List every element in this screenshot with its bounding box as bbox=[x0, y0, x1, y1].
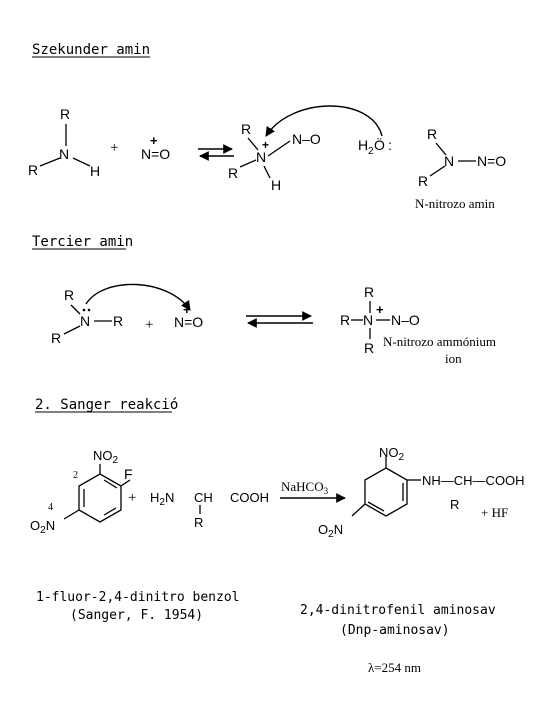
nitro-group: O2N bbox=[30, 518, 55, 536]
secondary-amine-title: Szekunder amin bbox=[32, 42, 150, 58]
equilibrium-arrow bbox=[246, 311, 313, 328]
atom-r: R bbox=[194, 515, 203, 530]
tertiary-amine-molecule: R N R R bbox=[51, 287, 123, 346]
nitroso-ammonium-label-line1: N-nitrozo ammónium bbox=[383, 334, 496, 349]
atom-r: R bbox=[60, 106, 70, 122]
reagent-label: NaHCO3 bbox=[281, 479, 329, 496]
atom-n: N bbox=[80, 313, 90, 329]
plus-sign: + bbox=[145, 317, 153, 333]
svg-text::: : bbox=[388, 137, 392, 153]
atom-h: H bbox=[271, 177, 281, 193]
nitroso-ammonium-intermediate: R N + N–O R H bbox=[228, 121, 321, 193]
atom-h: H bbox=[90, 163, 100, 179]
n-eq-o: N=O bbox=[477, 153, 506, 169]
n-dash-o: N–O bbox=[292, 131, 321, 147]
n-nitroso-amine-product: R N N=O R bbox=[418, 126, 506, 189]
nitro-group: NO2 bbox=[379, 445, 405, 463]
fluorine-atom: F bbox=[124, 466, 133, 482]
n-eq-o: N=O bbox=[141, 146, 170, 162]
position-4: 4 bbox=[48, 502, 53, 513]
n-eq-o: N=O bbox=[174, 314, 203, 330]
n-dash-o: N–O bbox=[391, 312, 420, 328]
amine-group: H2N bbox=[150, 490, 174, 508]
svg-text:Ö: Ö bbox=[374, 136, 385, 153]
n-nitroso-ammonium-ion: R + R N N–O R bbox=[340, 284, 420, 356]
wavelength-label: λ=254 nm bbox=[368, 660, 421, 675]
plus-sign: + bbox=[110, 140, 118, 156]
fdnb-caption-line1: 1-fluor-2,4-dinitro benzol bbox=[36, 590, 240, 605]
dnp-amino-acid-molecule: NO2 NH—CH—COOH R O2N bbox=[318, 445, 525, 540]
nitrosonium-ion: + N=O bbox=[141, 133, 170, 162]
charge-plus: + bbox=[183, 302, 191, 317]
nitroso-amine-label: N-nitrozo amin bbox=[415, 196, 495, 211]
nitroso-ammonium-label-line2: ion bbox=[445, 351, 462, 366]
sanger-reaction-title: 2. Sanger reakció bbox=[35, 397, 178, 413]
charge-plus: + bbox=[376, 302, 384, 317]
nitro-group: NO2 bbox=[93, 448, 119, 466]
fdnb-caption-line2: (Sanger, F. 1954) bbox=[70, 608, 203, 623]
amino-acid-chain: NH—CH—COOH bbox=[422, 473, 525, 488]
plus-sign: + bbox=[128, 490, 136, 506]
nitrosonium-ion: + N=O bbox=[174, 302, 203, 330]
atom-n: N bbox=[256, 149, 266, 165]
atom-r: R bbox=[241, 121, 251, 137]
ch-group: CH bbox=[194, 490, 213, 505]
atom-r: R bbox=[28, 162, 38, 178]
atom-n: N bbox=[444, 153, 454, 169]
fdnb-molecule: NO2 F O2N 2 4 bbox=[30, 448, 133, 536]
carboxyl-group: COOH bbox=[230, 490, 269, 505]
dnp-caption-line2: (Dnp-aminosav) bbox=[340, 623, 450, 638]
charge-plus: + bbox=[262, 138, 269, 152]
atom-r: R bbox=[228, 165, 238, 181]
curved-arrow bbox=[85, 283, 191, 311]
nitro-group: O2N bbox=[318, 522, 343, 540]
dnp-caption-line1: 2,4-dinitrofenil aminosav bbox=[300, 603, 496, 618]
atom-r: R bbox=[427, 126, 437, 142]
atom-r: R bbox=[51, 330, 61, 346]
hf-byproduct: + HF bbox=[481, 505, 508, 520]
secondary-amine-molecule: R N R H bbox=[28, 106, 100, 179]
position-2: 2 bbox=[73, 470, 78, 481]
amino-acid-molecule: H2N CH COOH R bbox=[150, 490, 269, 530]
tertiary-amine-title: Tercier amin bbox=[32, 234, 133, 250]
atom-r: R bbox=[113, 313, 123, 329]
atom-r: R bbox=[364, 340, 374, 356]
atom-r: R bbox=[418, 173, 428, 189]
charge-plus: + bbox=[150, 133, 158, 148]
atom-r: R bbox=[64, 287, 74, 303]
svg-text:H: H bbox=[358, 137, 368, 153]
atom-n: N bbox=[363, 312, 373, 328]
svg-text:2: 2 bbox=[368, 146, 374, 157]
water-molecule: H 2 Ö : bbox=[358, 136, 392, 157]
equilibrium-arrow bbox=[198, 144, 234, 161]
curved-arrow bbox=[265, 105, 383, 137]
atom-n: N bbox=[59, 146, 69, 162]
atom-r: R bbox=[450, 497, 459, 512]
atom-r: R bbox=[340, 312, 350, 328]
atom-r: R bbox=[364, 284, 374, 300]
